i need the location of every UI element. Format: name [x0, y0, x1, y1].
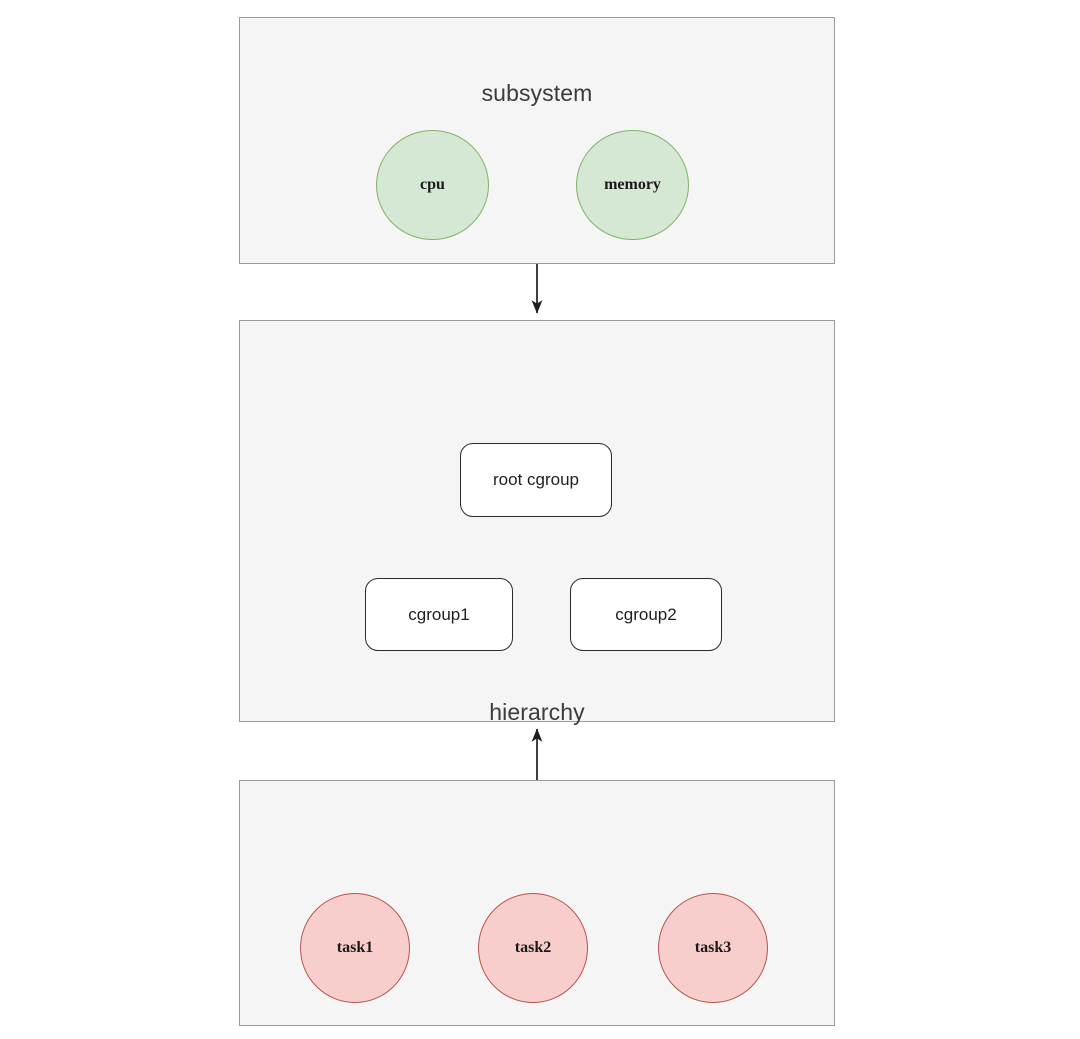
panel-subsystem[interactable]: subsystem: [239, 17, 835, 264]
node-cgroup2-label: cgroup2: [615, 604, 677, 624]
node-task3[interactable]: task3: [658, 893, 768, 1003]
node-cpu[interactable]: cpu: [376, 130, 489, 240]
panel-hierarchy-title: hierarchy: [489, 699, 585, 725]
node-task2-label: task2: [514, 939, 552, 956]
node-cgroup1[interactable]: cgroup1: [365, 578, 513, 651]
panel-subsystem-title: subsystem: [481, 80, 593, 106]
node-task3-label: task3: [694, 939, 732, 956]
node-root-cgroup-label: root cgroup: [493, 470, 579, 489]
node-task1[interactable]: task1: [300, 893, 410, 1003]
node-root-cgroup[interactable]: root cgroup: [460, 443, 612, 517]
node-task1-label: task1: [336, 939, 374, 956]
node-memory[interactable]: memory: [576, 130, 689, 240]
node-memory-label: memory: [604, 176, 661, 193]
node-cgroup1-label: cgroup1: [408, 604, 470, 624]
node-task2[interactable]: task2: [478, 893, 588, 1003]
panel-hierarchy[interactable]: hierarchy: [239, 320, 835, 725]
node-cpu-label: cpu: [420, 176, 445, 193]
node-cgroup2[interactable]: cgroup2: [570, 578, 722, 651]
